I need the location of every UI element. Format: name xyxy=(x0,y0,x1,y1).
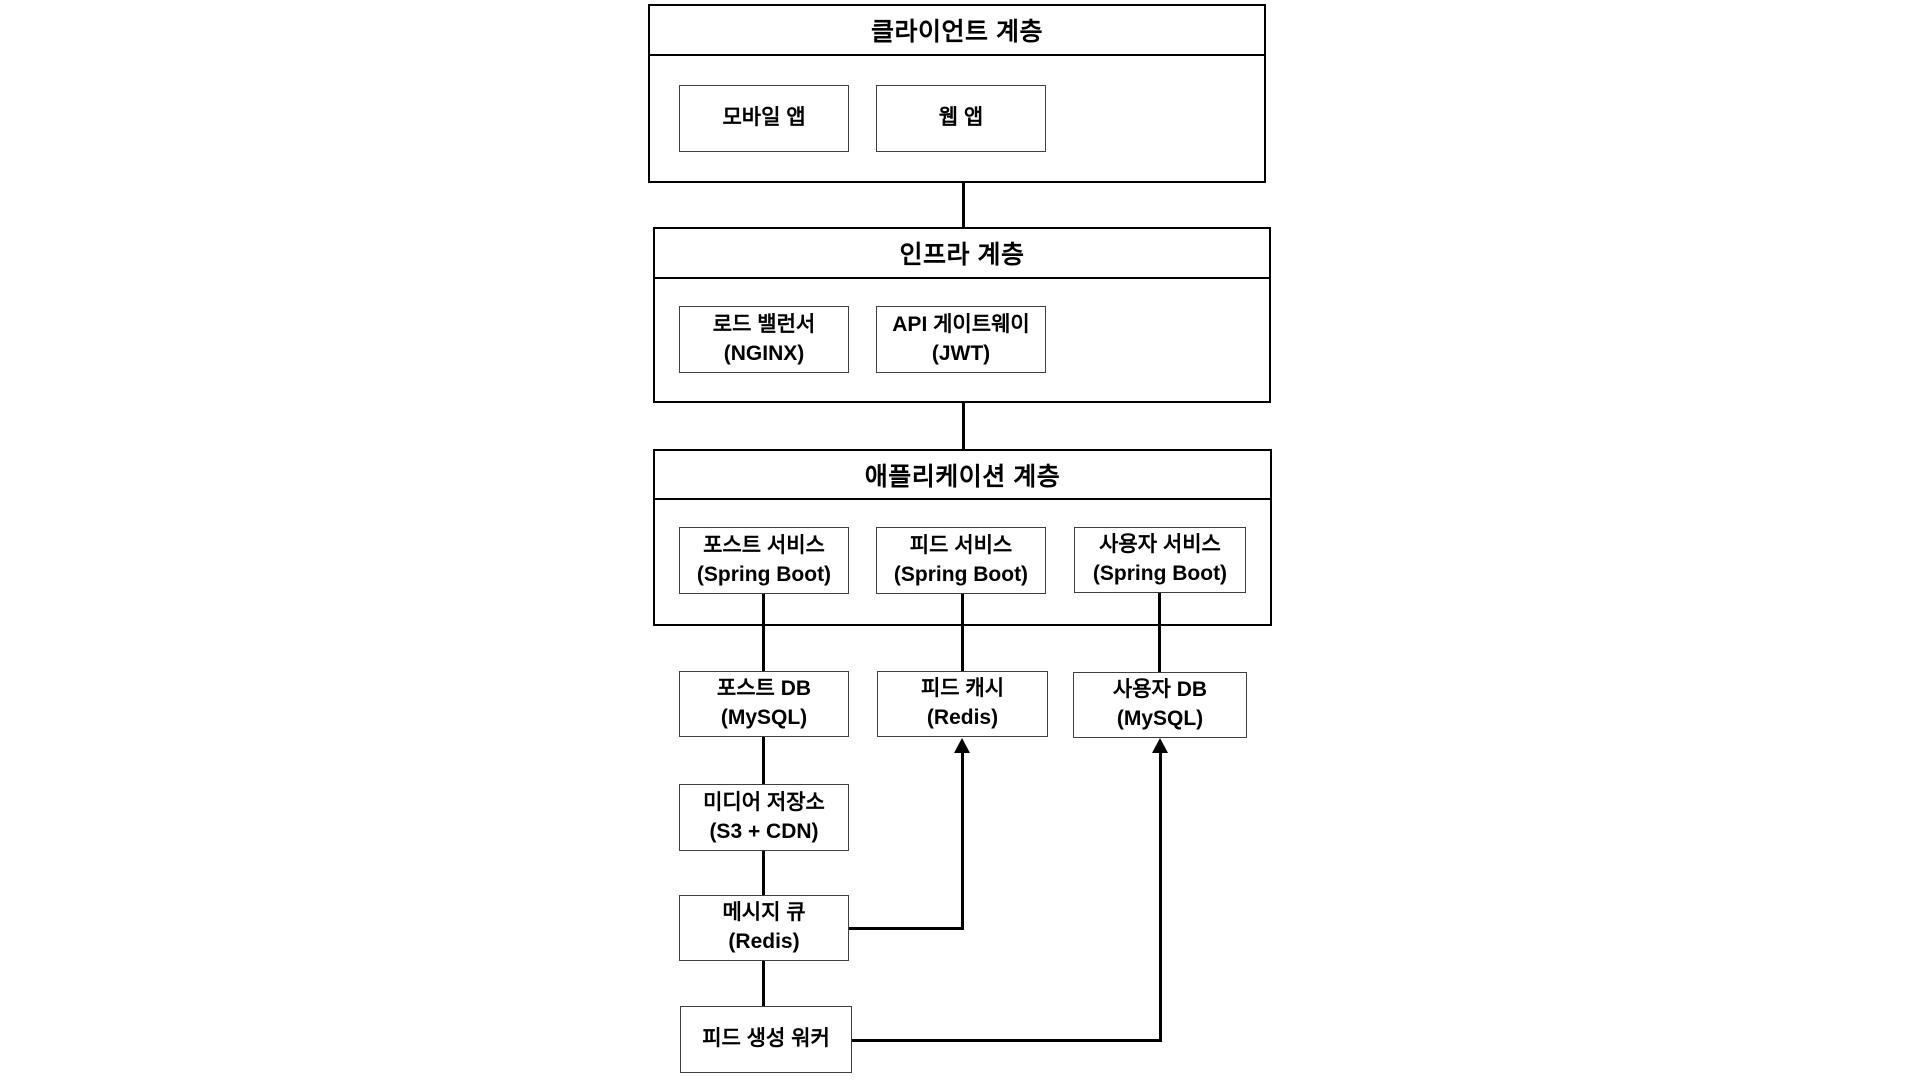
edge-message-queue-to-feed-cache-vertical-line xyxy=(961,750,964,929)
node-label: API 게이트웨이 xyxy=(892,312,1030,336)
node-sublabel: (Redis) xyxy=(728,930,800,953)
node-load-balancer: 로드 밸런서 (NGINX) xyxy=(679,306,849,373)
edge-post-service-to-post-db-line xyxy=(762,594,765,671)
infra-layer-header: 인프라 계층 xyxy=(655,229,1269,279)
node-label: 포스트 DB xyxy=(716,677,812,701)
edge-feed-worker-to-user-db-vertical-line xyxy=(1159,750,1162,1041)
node-web-app: 웹 앱 xyxy=(876,85,1046,152)
edge-message-queue-to-feed-cache-horizontal-line xyxy=(849,927,964,930)
node-label: 피드 캐시 xyxy=(920,677,1005,701)
edge-infra-to-application-line xyxy=(962,403,965,449)
node-sublabel: (NGINX) xyxy=(723,341,805,365)
edge-feed-service-to-feed-cache-line xyxy=(961,594,964,671)
node-media-storage: 미디어 저장소 (S3 + CDN) xyxy=(679,784,849,851)
node-label: 피드 생성 워커 xyxy=(702,1027,830,1051)
node-sublabel: (Spring Boot) xyxy=(696,562,832,586)
edge-message-queue-to-feed-worker-line xyxy=(762,961,765,1006)
node-sublabel: (S3 + CDN) xyxy=(709,819,819,843)
node-label: 미디어 저장소 xyxy=(703,790,825,814)
application-layer-header: 애플리케이션 계층 xyxy=(655,451,1270,500)
node-label: 모바일 앱 xyxy=(722,106,806,130)
node-label: 로드 밸런서 xyxy=(712,312,816,336)
node-message-queue: 메시지 큐 (Redis) xyxy=(679,895,849,961)
node-sublabel: (MySQL) xyxy=(720,706,808,729)
node-label: 사용자 DB xyxy=(1112,678,1208,702)
edge-user-service-to-user-db-line xyxy=(1158,593,1161,672)
node-label: 피드 서비스 xyxy=(909,533,1013,557)
node-sublabel: (MySQL) xyxy=(1116,707,1204,730)
node-sublabel: (Redis) xyxy=(926,706,999,729)
node-label: 사용자 서비스 xyxy=(1099,533,1221,557)
client-layer-title: 클라이언트 계층 xyxy=(871,18,1043,46)
node-feed-service: 피드 서비스 (Spring Boot) xyxy=(876,527,1046,594)
node-post-db: 포스트 DB (MySQL) xyxy=(679,671,849,737)
node-sublabel: (Spring Boot) xyxy=(893,562,1029,586)
node-feed-worker: 피드 생성 워커 xyxy=(680,1006,852,1073)
node-api-gateway: API 게이트웨이 (JWT) xyxy=(876,306,1046,373)
node-sublabel: (JWT) xyxy=(931,341,991,365)
client-layer-header: 클라이언트 계층 xyxy=(650,6,1264,56)
edge-media-storage-to-message-queue-line xyxy=(762,851,765,895)
node-label: 포스트 서비스 xyxy=(703,533,825,557)
arrow-up-icon xyxy=(1152,738,1168,753)
infra-layer-title: 인프라 계층 xyxy=(899,241,1025,269)
application-layer-title: 애플리케이션 계층 xyxy=(864,462,1061,491)
node-feed-cache: 피드 캐시 (Redis) xyxy=(877,671,1048,737)
edge-client-to-infra-line xyxy=(962,183,965,227)
node-post-service: 포스트 서비스 (Spring Boot) xyxy=(679,527,849,594)
edge-feed-worker-to-user-db-horizontal-line xyxy=(852,1039,1162,1042)
arrow-up-icon xyxy=(954,738,970,753)
node-label: 메시지 큐 xyxy=(722,901,806,925)
node-sublabel: (Spring Boot) xyxy=(1092,562,1228,585)
node-mobile-app: 모바일 앱 xyxy=(679,85,849,152)
node-user-service: 사용자 서비스 (Spring Boot) xyxy=(1074,527,1246,593)
node-user-db: 사용자 DB (MySQL) xyxy=(1073,672,1247,738)
edge-post-db-to-media-storage-line xyxy=(762,737,765,784)
node-label: 웹 앱 xyxy=(938,106,984,130)
